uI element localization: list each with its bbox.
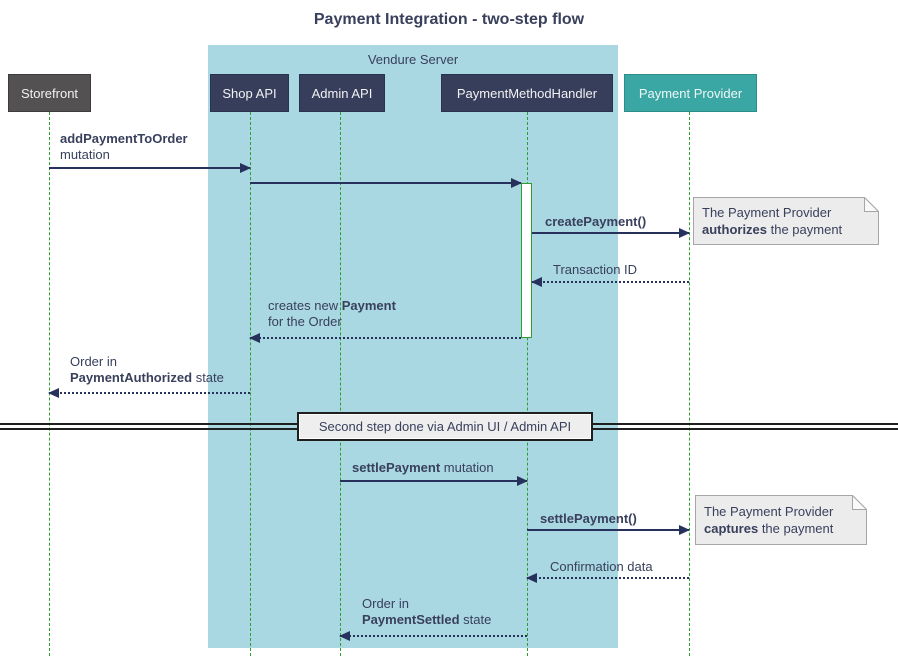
participant-shop-api: Shop API xyxy=(210,74,289,112)
participant-payment-method-handler: PaymentMethodHandler xyxy=(441,74,613,112)
vendure-server-label: Vendure Server xyxy=(367,52,459,67)
arrow-payment-settled xyxy=(339,631,527,641)
arrow-settle-payment-call xyxy=(527,525,690,535)
divider-second-step: Second step done via Admin UI / Admin AP… xyxy=(297,412,593,441)
arrow-confirmation-data xyxy=(526,573,689,583)
message-settle-payment-mutation-label: settlePayment mutation xyxy=(352,460,494,475)
diagram-title: Payment Integration - two-step flow xyxy=(313,11,585,28)
note-shape xyxy=(695,494,868,545)
arrow-settle-payment-mutation xyxy=(340,476,528,486)
participant-storefront: Storefront xyxy=(8,74,91,112)
arrow-create-payment xyxy=(532,228,690,238)
arrow-payment-authorized xyxy=(48,388,250,398)
arrow-transaction-id xyxy=(531,277,689,287)
vendure-server-box: Vendure Server xyxy=(208,45,618,648)
lifeline-payment-provider xyxy=(689,112,690,656)
message-transaction-id-label: Transaction ID xyxy=(553,262,638,277)
message-create-payment-label: createPayment() xyxy=(545,214,647,229)
lifeline-admin-api xyxy=(340,112,341,656)
participant-payment-provider: Payment Provider xyxy=(624,74,757,112)
lifeline-shop-api xyxy=(250,112,251,656)
arrow-add-payment xyxy=(49,163,251,173)
participant-admin-api: Admin API xyxy=(299,74,385,112)
message-settle-payment-call-label: settlePayment() xyxy=(540,511,637,526)
lifeline-storefront xyxy=(49,112,50,656)
message-confirmation-data-label: Confirmation data xyxy=(550,559,653,574)
arrow-shop-to-handler xyxy=(250,178,522,188)
arrow-creates-payment xyxy=(249,333,521,343)
note-shape xyxy=(693,196,880,245)
lifeline-payment-method-handler xyxy=(527,112,528,656)
activation-bar-payment-method-handler xyxy=(521,183,532,338)
